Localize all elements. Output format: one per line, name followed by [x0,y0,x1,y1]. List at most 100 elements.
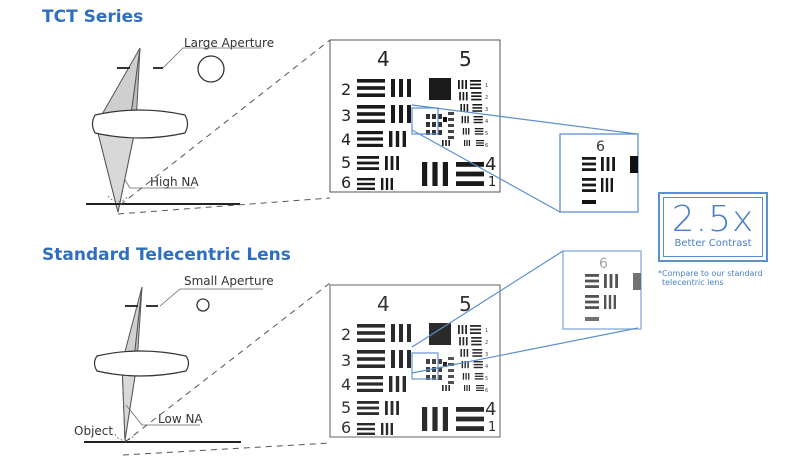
high-na-leader [124,179,195,189]
vertical-bar [389,131,393,147]
low-na-leader [125,404,200,426]
small-horizontal-bar [472,355,483,357]
square-element [429,78,451,100]
vertical-bar [399,105,403,123]
small-horizontal-bar [470,325,481,327]
row-label: 4 [341,375,351,394]
fine-element [448,124,454,127]
small-label: 5 [485,131,488,137]
vertical-bar [391,350,395,368]
inset-group-label: 6 [596,139,605,155]
row-label: 3 [341,106,351,125]
large-vertical-bar [442,162,448,186]
inset-horizontal-bar [582,189,596,192]
contrast-value: 2.5x [671,199,755,240]
inset-horizontal-bar [585,295,599,298]
inset-vertical-bar [604,274,607,288]
tct-series-title: TCT Series [42,7,144,27]
inset-partial-bar [582,200,596,204]
small-vertical-bar [466,349,469,357]
large-vertical-bar [432,407,438,431]
inset-vertical-bar [609,274,613,288]
small-horizontal-bar [476,385,484,387]
small-vertical-bar [459,92,461,101]
inset-square [630,156,638,173]
contrast-footnote: *Compare to our standard telecentric len… [658,269,763,287]
small-vertical-bar [463,104,466,112]
horizontal-bar [357,331,385,335]
large-vertical-bar [422,407,428,431]
bottom-inset-connector-upper [411,250,564,348]
vertical-bar [396,401,399,415]
large-horizontal-bar [456,181,484,186]
small-horizontal-bar [472,352,483,354]
vertical-bar [399,324,403,342]
small-horizontal-bar [476,387,484,389]
row-label: 3 [341,351,351,370]
small-horizontal-bar [471,92,482,94]
small-horizontal-bar [471,340,482,343]
inset-vertical-bar [601,178,604,192]
inset-vertical-bar [606,157,610,171]
inset-vertical-bar [615,274,618,288]
vertical-bar [390,178,393,190]
horizontal-bar [357,167,379,170]
large-vertical-bar [422,162,428,186]
row-label: 2 [341,325,351,344]
small-aperture-label: Small Aperture [184,274,274,288]
small-vertical-bar [465,128,467,135]
inset-group-label: 6 [599,256,608,272]
fine-element [438,375,442,380]
group-label: 5 [459,292,472,316]
horizontal-bar [357,131,383,135]
object-label: Object [74,424,114,438]
corner-group-label: 4 [485,154,496,175]
horizontal-bar [357,143,383,147]
group-label: 5 [459,47,472,71]
small-horizontal-bar [471,98,482,101]
fine-vertical-bar [442,140,444,146]
fine-element [426,359,430,364]
small-aperture-leader [159,288,263,307]
small-vertical-bar [468,128,470,135]
small-horizontal-bar [474,378,484,380]
small-vertical-bar [465,92,468,101]
high-na-label: High NA [150,175,199,189]
large-horizontal-bar [456,162,484,167]
footnote-line-2: telecentric lens [662,278,724,287]
small-horizontal-bar [472,107,483,109]
top-optics [86,39,331,215]
small-horizontal-bar [473,361,483,363]
fine-element [448,112,454,115]
fine-element [448,363,454,366]
zoom-inset-top: 6 [559,133,639,213]
fine-element [448,136,454,139]
zoom-highlight-box [411,352,439,380]
inset-vertical-bar [604,295,607,309]
small-vertical-bar [458,325,460,334]
group-label: 4 [377,47,390,71]
fine-element [438,359,442,364]
inset-horizontal-bar [585,274,599,277]
small-horizontal-bar [473,116,483,118]
top-lens [91,109,189,139]
fine-element [426,122,430,127]
inset-horizontal-bar [585,285,599,288]
inset-partial-bar [585,317,599,321]
contrast-callout-box: 2.5x Better Contrast [658,192,768,262]
fine-vertical-bar [445,385,447,391]
small-label: 1 [485,83,488,89]
vertical-bar [391,105,395,123]
top-zoom-line-upper [119,39,331,206]
fine-element [438,367,442,372]
fine-element [448,118,454,121]
inset-square [633,273,641,290]
fine-element [432,114,436,119]
vertical-bar [402,376,406,392]
inset-vertical-bar [601,157,604,171]
inset-frame [562,250,642,330]
zoom-highlight-box [411,107,439,135]
small-label: 2 [485,95,488,101]
large-horizontal-bar [456,426,484,431]
